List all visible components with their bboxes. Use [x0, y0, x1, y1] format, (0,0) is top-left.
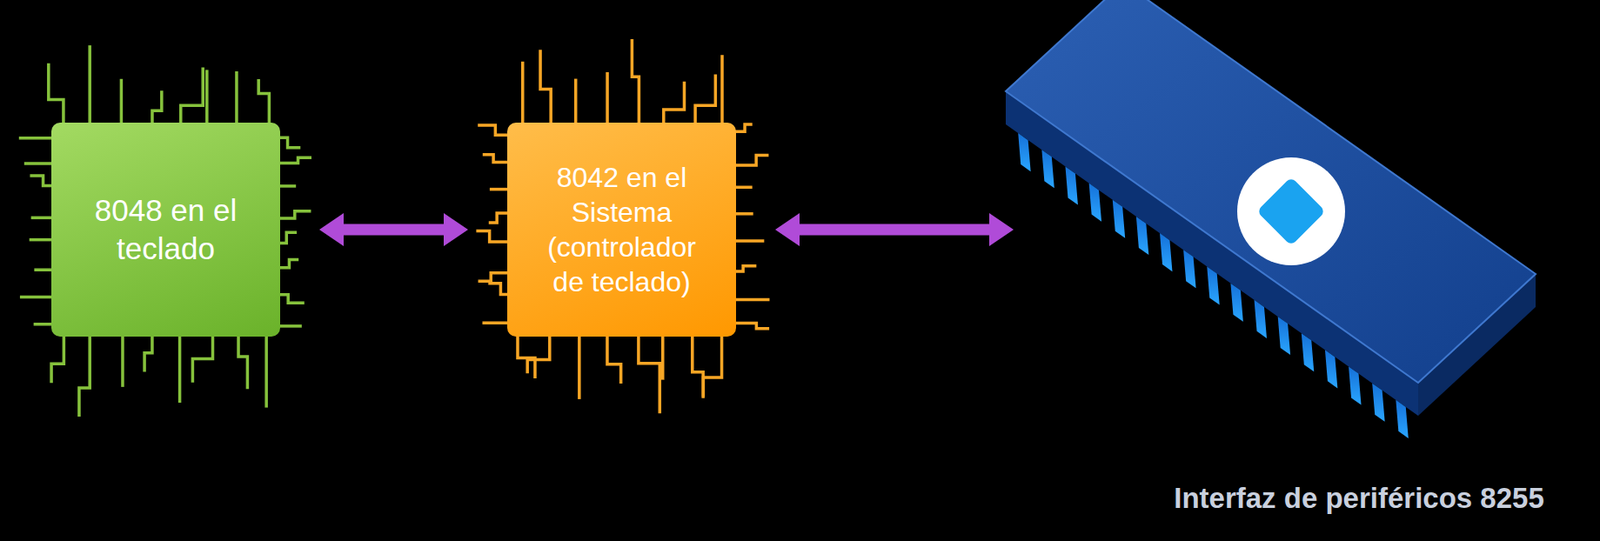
ic-pin — [1278, 316, 1291, 355]
chip-pin — [736, 323, 768, 329]
chip-pin — [736, 298, 769, 302]
chip-pin — [483, 321, 508, 326]
chip-text-box: 8048 en el teclado — [72, 191, 260, 268]
ic-pin — [1183, 249, 1196, 288]
chip-pin — [736, 239, 764, 243]
chip-pin — [574, 80, 578, 123]
chip-caption: Interfaz de periféricos 8255 — [1173, 482, 1545, 516]
ic-pin — [1064, 166, 1078, 205]
chip-pin — [663, 82, 685, 123]
ic-pin — [1325, 349, 1338, 389]
chip-pin — [35, 267, 52, 272]
chip-pin — [489, 283, 508, 295]
chip-pin — [79, 336, 90, 416]
chip-pin — [479, 125, 508, 135]
chip-pin — [264, 336, 268, 407]
ic-pin — [1230, 283, 1243, 322]
ic-pin — [1395, 400, 1408, 439]
chip-pin — [692, 336, 703, 397]
ic-illustration — [1013, 0, 1597, 541]
chip-pin — [736, 154, 768, 166]
chip-pin — [280, 260, 297, 268]
ic-pin — [1089, 183, 1102, 222]
ic-pin — [1301, 333, 1314, 372]
chip-pin — [490, 213, 508, 223]
chip-pin — [280, 157, 310, 163]
ic-logo-diamond — [1256, 176, 1326, 246]
chip-label: 8042 en el Sistema (controlador de tecla… — [528, 160, 716, 300]
ic-logo-circle — [1237, 157, 1346, 266]
chip-pin — [280, 184, 295, 188]
chip-pin — [280, 211, 310, 219]
keyboard-chip: 8048 en el teclado — [12, 34, 320, 425]
chip-pin — [48, 65, 64, 123]
chip-pin — [178, 336, 182, 402]
ic-pin — [1372, 383, 1385, 422]
chip-pin — [661, 336, 665, 379]
chip-pin — [540, 51, 551, 123]
ppi-chip: Interfaz de periféricos 8255 — [1013, 0, 1597, 541]
ic-pin — [1136, 216, 1149, 255]
chip-pin — [192, 336, 213, 382]
chip-pin — [31, 175, 52, 186]
chip-pin — [20, 136, 52, 141]
chip-pin — [479, 273, 508, 282]
chip-pin — [702, 336, 722, 395]
chip-pin — [87, 46, 92, 123]
double-arrow — [336, 224, 451, 236]
ic-pin — [1041, 149, 1054, 188]
chip-pin — [484, 154, 508, 163]
chip-pin — [152, 92, 162, 123]
chip-pin — [34, 322, 52, 327]
chip-pin — [144, 336, 153, 371]
chip-body: 8048 en el teclado — [51, 122, 281, 337]
chip-pin — [605, 73, 610, 123]
ic-top-face — [1005, 0, 1536, 383]
ic-pin — [1112, 200, 1125, 239]
chip-pin — [30, 238, 52, 242]
chip-pin — [491, 187, 508, 192]
chip-pin — [280, 324, 301, 329]
chip-pin — [238, 336, 248, 389]
chip-pin — [26, 161, 52, 166]
chip-text-box: 8042 en el Sistema (controlador de tecla… — [528, 160, 716, 300]
chip-pin — [607, 336, 622, 382]
double-arrow — [792, 224, 997, 236]
chip-pin — [258, 80, 269, 123]
chip-pin — [234, 73, 239, 123]
chip-pin — [120, 80, 124, 123]
ic-pin — [1017, 133, 1031, 172]
chip-pin — [521, 63, 525, 123]
ic-pin — [1159, 233, 1172, 272]
chip-pin — [280, 294, 303, 304]
chip-pin — [736, 266, 756, 272]
chip-pin — [736, 212, 752, 216]
chip-pin — [631, 40, 639, 123]
chip-pin — [527, 336, 550, 372]
controller-chip: 8042 en el Sistema (controlador de tecla… — [468, 34, 776, 425]
chip-pin — [205, 71, 209, 123]
chip-pin — [21, 295, 52, 300]
chip-pin — [695, 75, 716, 123]
chip-pin — [577, 336, 582, 398]
ic-pin — [1254, 300, 1267, 339]
chip-body: 8042 en el Sistema (controlador de tecla… — [507, 122, 737, 337]
chip-pin — [120, 336, 125, 386]
chip-pin — [477, 231, 508, 242]
chip-pin — [280, 232, 295, 243]
chip-pin — [180, 68, 203, 123]
chip-pin — [720, 56, 724, 123]
chip-label: 8048 en el teclado — [72, 191, 260, 268]
ic-pin — [1206, 266, 1219, 305]
chip-pin — [32, 216, 52, 221]
chip-pin — [638, 336, 660, 413]
chip-pin — [736, 186, 751, 190]
chip-pin — [51, 336, 64, 382]
ic-pin — [1348, 367, 1361, 406]
chip-pin — [736, 124, 751, 132]
chip-pin — [280, 137, 300, 148]
